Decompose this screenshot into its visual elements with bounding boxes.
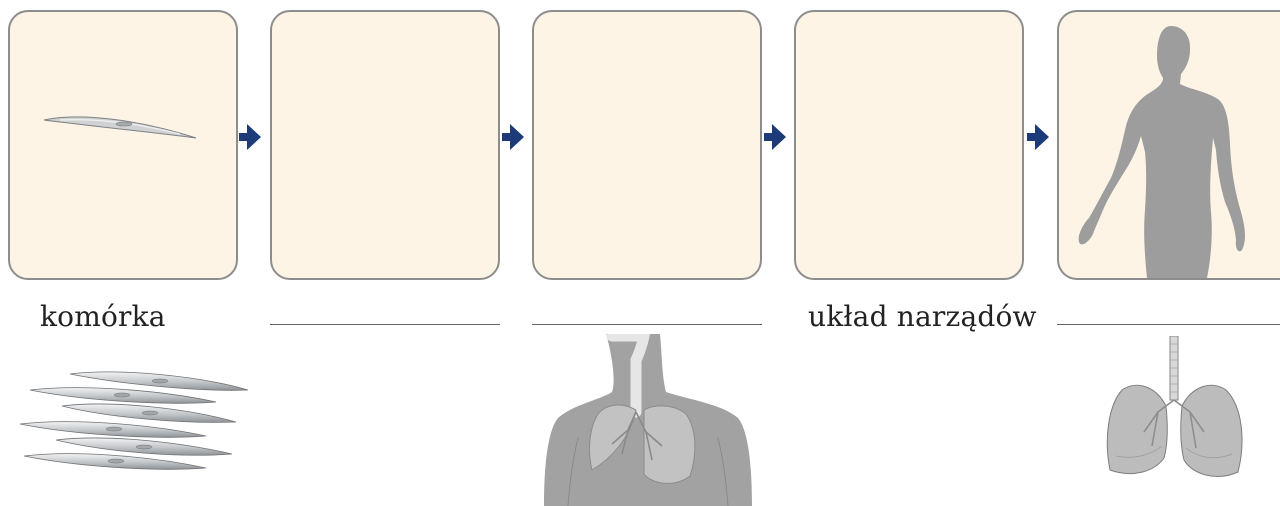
stage-box-organism	[1057, 10, 1280, 280]
arrow-right-icon	[239, 122, 261, 152]
single-smooth-muscle-cell-icon	[10, 12, 236, 278]
stage-box-cell	[8, 10, 238, 280]
human-silhouette-icon	[1059, 12, 1280, 278]
lungs-icon	[1096, 336, 1252, 486]
smooth-muscle-cells-stack-icon	[10, 364, 258, 476]
label-organ-system: układ narządów	[808, 300, 1037, 333]
arrow-right-icon	[502, 122, 524, 152]
answer-blank-organ[interactable]	[532, 324, 762, 325]
stage-box-organ-system	[794, 10, 1024, 280]
stage-box-organ	[532, 10, 762, 280]
stage-box-tissue	[270, 10, 500, 280]
answer-blank-organism[interactable]	[1057, 324, 1280, 325]
arrow-right-icon	[1027, 122, 1049, 152]
arrow-right-icon	[764, 122, 786, 152]
answer-blank-tissue[interactable]	[270, 324, 500, 325]
label-cell: komórka	[40, 300, 166, 333]
respiratory-system-torso-icon	[540, 334, 756, 506]
